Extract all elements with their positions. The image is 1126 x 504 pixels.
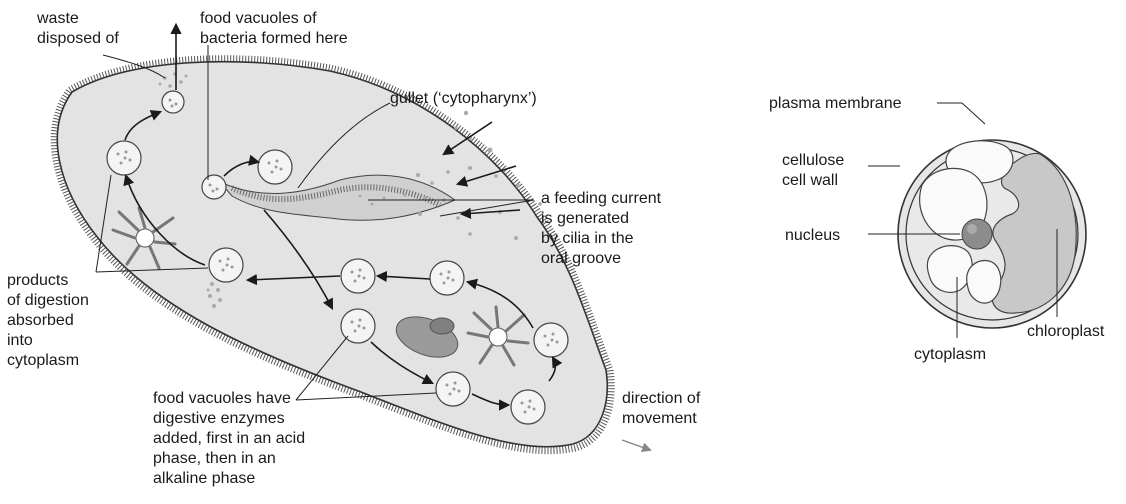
label-nucleus: nucleus [785, 227, 840, 244]
nucleus-shape [962, 219, 992, 249]
label-products-line2: of digestion [7, 292, 89, 309]
label-current-line2: is generated [541, 210, 629, 227]
label-current-line4: oral groove [541, 250, 621, 267]
nucleolus-highlight [967, 224, 977, 234]
label-cytoplasm: cytoplasm [914, 346, 986, 363]
label-cellulose-line2: cell wall [782, 172, 838, 189]
label-fv-formed-line2: bacteria formed here [200, 30, 348, 47]
direction-arrow [622, 440, 650, 450]
label-fv-formed-line1: food vacuoles of [200, 10, 317, 27]
label-plasma-membrane: plasma membrane [769, 95, 902, 112]
label-enzymes-line4: phase, then in an [153, 450, 276, 467]
label-current-line3: by cilia in the [541, 230, 634, 247]
label-enzymes-line2: digestive enzymes [153, 410, 285, 427]
label-current-line1: a feeding current [541, 190, 662, 207]
label-waste-line1: waste [36, 10, 79, 27]
label-enzymes-line1: food vacuoles have [153, 390, 291, 407]
cell-membrane [57, 62, 607, 447]
label-products-line4: into [7, 332, 33, 349]
vacuole-c [927, 246, 972, 293]
label-cellulose-line1: cellulose [782, 152, 844, 169]
label-direction-line2: movement [622, 410, 697, 427]
label-enzymes-line5: alkaline phase [153, 470, 255, 487]
food-vacuole [202, 175, 226, 199]
vacuole-d [967, 261, 1001, 304]
label-products-line3: absorbed [7, 312, 74, 329]
label-chloroplast: chloroplast [1027, 323, 1105, 340]
food-vacuole [162, 91, 184, 113]
label-enzymes-line3: added, first in an acid [153, 430, 305, 447]
label-waste-line2: disposed of [37, 30, 119, 47]
label-gullet: gullet (‘cytopharynx’) [390, 90, 537, 107]
label-direction-line1: direction of [622, 390, 701, 407]
label-products-line1: products [7, 272, 68, 289]
label-products-line5: cytoplasm [7, 352, 79, 369]
